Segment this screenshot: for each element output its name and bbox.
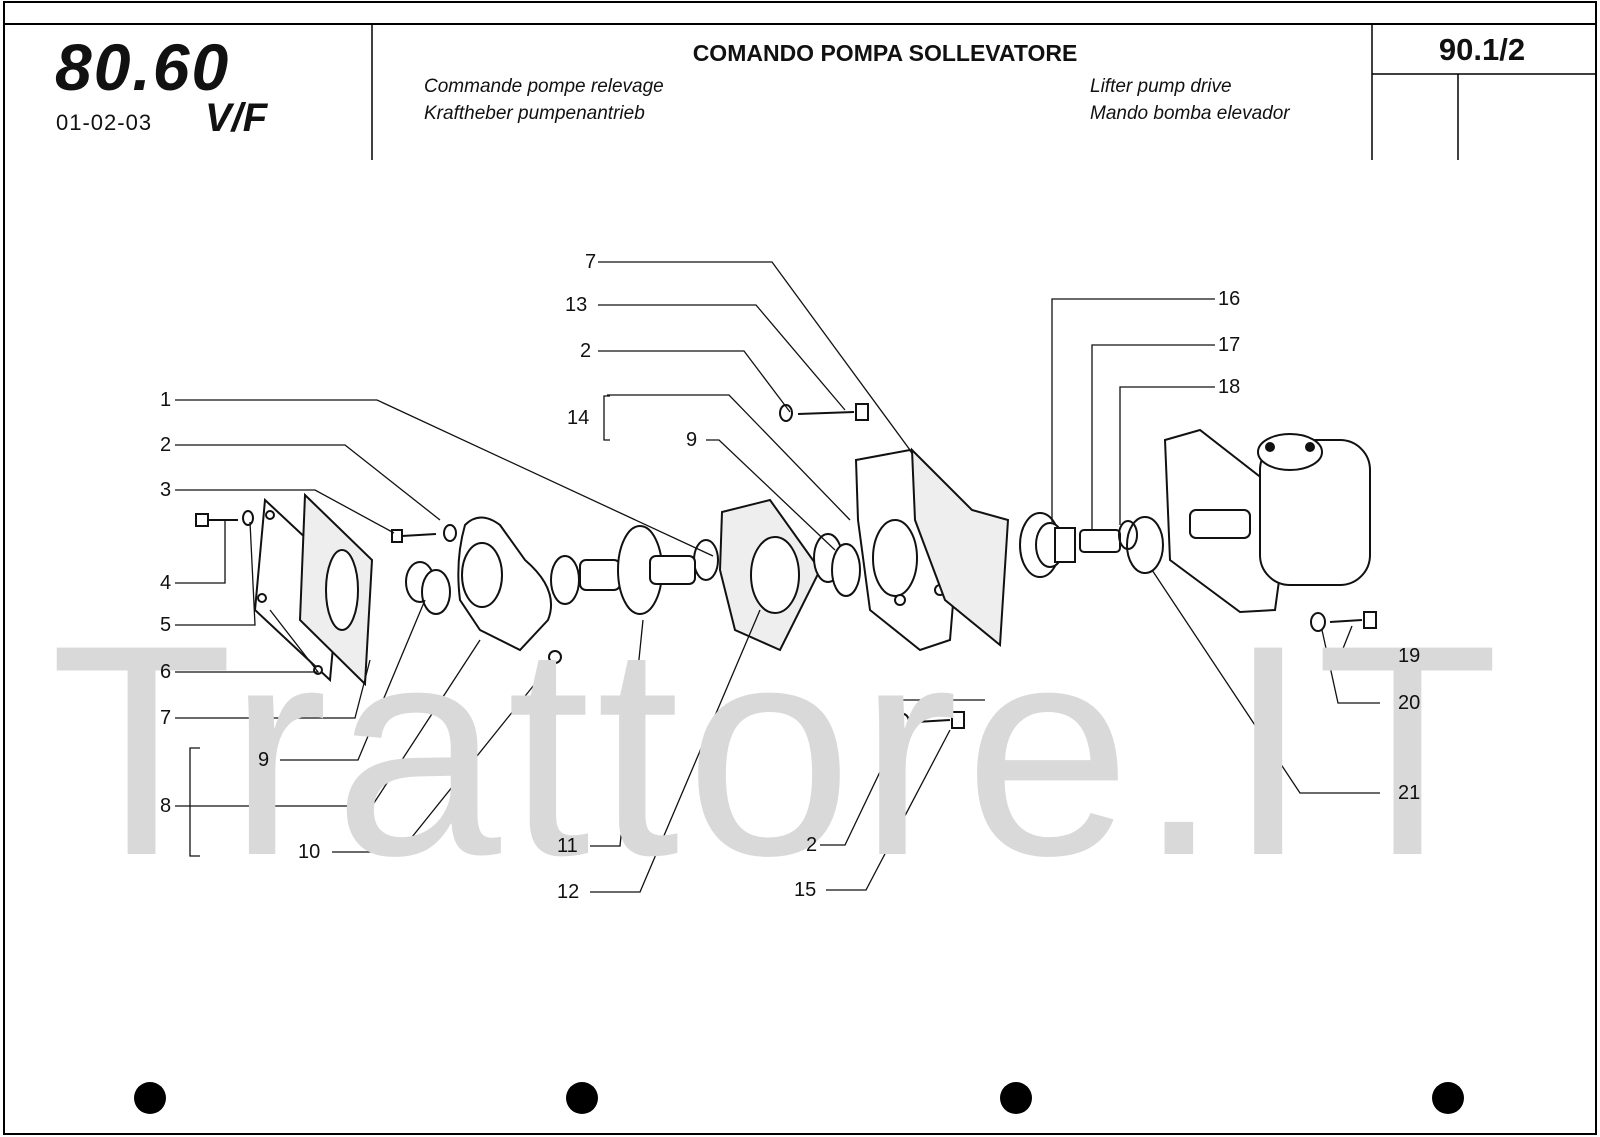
callout-label: 7: [585, 251, 597, 273]
page-code: 90.1/2: [1438, 32, 1526, 67]
binder-hole-icon: [134, 1082, 166, 1114]
part-screw-19: [1310, 611, 1377, 632]
callout-label: 20: [1398, 692, 1421, 714]
callout-label: 12: [557, 881, 580, 903]
part-coupling-16: [1019, 512, 1076, 578]
callout-label: 8: [160, 795, 172, 817]
exploded-parts-drawing: [195, 403, 1377, 731]
callout-label: 7: [160, 707, 172, 729]
callout-label: 9: [258, 749, 270, 771]
watermark-text: Trattore.IT: [50, 582, 1506, 918]
callout-label: 10: [298, 841, 321, 863]
part-pump-body: [1163, 428, 1371, 614]
subtitle-fr: Commande pompe relevage: [424, 76, 664, 97]
binder-hole-icon: [1432, 1082, 1464, 1114]
binder-hole-icon: [566, 1082, 598, 1114]
part-shaft-17: [1079, 529, 1121, 553]
part-bolt-15: [896, 711, 965, 731]
callout-label: 6: [160, 661, 172, 683]
callout-label: 18: [1218, 376, 1241, 398]
callout-label: 2: [580, 340, 592, 362]
part-bolt-4: [195, 510, 254, 527]
callout-label: 21: [1398, 782, 1421, 804]
callout-label: 3: [160, 479, 172, 501]
callout-label: 13: [565, 294, 588, 316]
subtitle-en: Lifter pump drive: [1090, 76, 1232, 97]
model-suffix: V/F: [205, 96, 268, 140]
leader-lines: [175, 261, 1380, 893]
subtitle-es: Mando bomba elevador: [1090, 103, 1290, 124]
callout-label: 1: [160, 389, 172, 411]
callout-label: 19: [1398, 645, 1421, 667]
callout-label: 4: [160, 572, 172, 594]
part-bolt-3: [391, 524, 457, 543]
callout-label: 17: [1218, 334, 1241, 356]
subtitle-de: Kraftheber pumpenantrieb: [424, 103, 645, 124]
callout-label: 14: [567, 407, 590, 429]
part-bushing-9: [405, 561, 451, 615]
part-ring-21: [1126, 516, 1164, 574]
model-logo: 80.60: [55, 30, 231, 104]
part-bushing-9b: [813, 533, 861, 597]
part-bolt-13: [779, 403, 869, 422]
callout-label: 11: [557, 835, 578, 857]
callout-label: 16: [1218, 288, 1241, 310]
model-codes: 01-02-03: [56, 110, 153, 135]
callout-label: 2: [806, 834, 818, 856]
callout-label: 15: [794, 879, 817, 901]
part-gasket-7b: [910, 447, 1010, 648]
callout-label: 2: [160, 434, 172, 456]
callout-label: 5: [160, 614, 172, 636]
page-title: COMANDO POMPA SOLLEVATORE: [692, 40, 1078, 66]
callout-label: 9: [686, 429, 698, 451]
binder-hole-icon: [1000, 1082, 1032, 1114]
part-gear-shaft-11: [579, 525, 696, 615]
part-snap-ring-1b: [693, 539, 719, 581]
